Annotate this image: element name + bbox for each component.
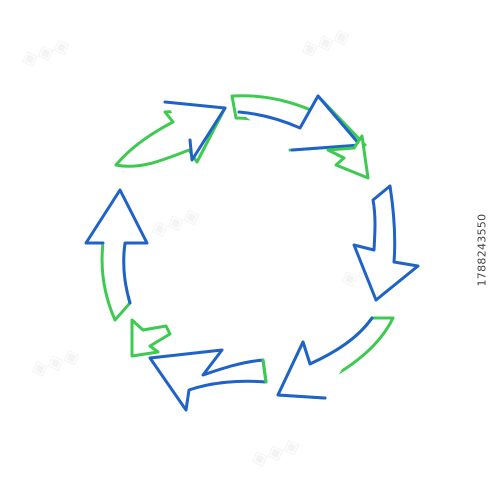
arrow-right-small-body xyxy=(326,134,370,180)
stock-id-label: 1788243550 xyxy=(475,213,489,287)
arrow-left-head xyxy=(84,188,149,305)
arrow-right xyxy=(352,184,420,302)
arrow-top-right-head xyxy=(237,94,362,152)
arrow-bottom-left-small-body xyxy=(130,318,172,358)
arrow-left xyxy=(84,188,149,322)
arrow-bottom-right xyxy=(276,316,395,400)
arrow-top-left xyxy=(114,100,227,168)
arrow-bottom-left-small xyxy=(130,318,172,358)
arrow-bottom xyxy=(148,348,268,412)
arrow-bottom-right-head xyxy=(276,316,374,400)
arrow-right-body xyxy=(352,184,420,302)
arrow-bottom-body xyxy=(148,348,268,412)
arrow-top-left-head xyxy=(163,100,227,162)
arrow-right-small xyxy=(326,134,370,180)
arrow-top-right xyxy=(230,94,367,152)
arrow-bottom-end xyxy=(261,358,268,384)
